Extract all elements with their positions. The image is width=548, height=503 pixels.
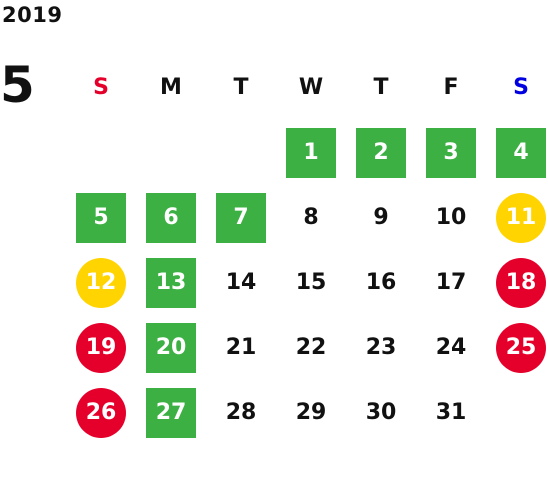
weekday-header: S — [93, 75, 109, 100]
day-number: 1 — [286, 127, 336, 178]
day-number: 25 — [496, 322, 546, 373]
day-number: 7 — [216, 192, 266, 243]
day-number: 15 — [295, 270, 327, 295]
day-cell[interactable]: 2 — [346, 120, 416, 185]
day-cell[interactable]: 22 — [276, 315, 346, 380]
day-cell[interactable]: 14 — [206, 250, 276, 315]
day-number: 26 — [76, 387, 126, 438]
day-cell[interactable]: 29 — [276, 380, 346, 445]
weekday-header: F — [443, 75, 459, 100]
empty-cell — [136, 120, 206, 185]
day-number: 23 — [365, 335, 397, 360]
day-number: 2 — [356, 127, 406, 178]
day-number: 27 — [146, 387, 196, 438]
weekday-header: S — [513, 75, 529, 100]
day-cell[interactable]: 8 — [276, 185, 346, 250]
day-cell[interactable]: 26 — [66, 380, 136, 445]
day-number: 29 — [295, 400, 327, 425]
weekday-header: M — [160, 75, 182, 100]
day-cell[interactable]: 7 — [206, 185, 276, 250]
day-cell[interactable]: 21 — [206, 315, 276, 380]
day-number: 10 — [435, 205, 467, 230]
day-cell[interactable]: 4 — [486, 120, 548, 185]
day-number: 28 — [225, 400, 257, 425]
day-number: 11 — [496, 192, 546, 243]
day-number: 24 — [435, 335, 467, 360]
day-number: 12 — [76, 257, 126, 308]
day-number: 30 — [365, 400, 397, 425]
day-number: 21 — [225, 335, 257, 360]
day-cell[interactable]: 3 — [416, 120, 486, 185]
empty-cell — [206, 120, 276, 185]
day-number: 18 — [496, 257, 546, 308]
day-number: 20 — [146, 322, 196, 373]
day-cell[interactable]: 17 — [416, 250, 486, 315]
day-number: 16 — [365, 270, 397, 295]
day-cell[interactable]: 1 — [276, 120, 346, 185]
day-number: 5 — [76, 192, 126, 243]
day-number: 4 — [496, 127, 546, 178]
day-number: 22 — [295, 335, 327, 360]
day-cell[interactable]: 19 — [66, 315, 136, 380]
day-cell[interactable]: 9 — [346, 185, 416, 250]
day-cell[interactable]: 10 — [416, 185, 486, 250]
day-cell[interactable]: 12 — [66, 250, 136, 315]
weekday-header: W — [298, 75, 324, 100]
day-number: 14 — [225, 270, 257, 295]
day-cell[interactable]: 16 — [346, 250, 416, 315]
day-number: 13 — [146, 257, 196, 308]
day-number: 31 — [435, 400, 467, 425]
day-cell[interactable]: 13 — [136, 250, 206, 315]
day-cell[interactable]: 11 — [486, 185, 548, 250]
day-cell[interactable]: 15 — [276, 250, 346, 315]
day-number: 19 — [76, 322, 126, 373]
day-number: 6 — [146, 192, 196, 243]
year-label: 2019 — [2, 3, 63, 27]
day-cell[interactable]: 28 — [206, 380, 276, 445]
month-number: 5 — [0, 56, 35, 114]
day-number: 9 — [373, 205, 389, 230]
weekday-header: T — [233, 75, 249, 100]
day-cell[interactable]: 27 — [136, 380, 206, 445]
weekday-header: T — [373, 75, 389, 100]
day-cell[interactable]: 25 — [486, 315, 548, 380]
day-cell[interactable]: 23 — [346, 315, 416, 380]
day-cell[interactable]: 31 — [416, 380, 486, 445]
day-cell[interactable]: 5 — [66, 185, 136, 250]
day-number: 8 — [303, 205, 319, 230]
day-cell[interactable]: 30 — [346, 380, 416, 445]
day-number: 3 — [426, 127, 476, 178]
day-cell[interactable]: 20 — [136, 315, 206, 380]
day-number: 17 — [435, 270, 467, 295]
empty-cell — [66, 120, 136, 185]
day-cell[interactable]: 6 — [136, 185, 206, 250]
day-cell[interactable]: 18 — [486, 250, 548, 315]
day-cell[interactable]: 24 — [416, 315, 486, 380]
